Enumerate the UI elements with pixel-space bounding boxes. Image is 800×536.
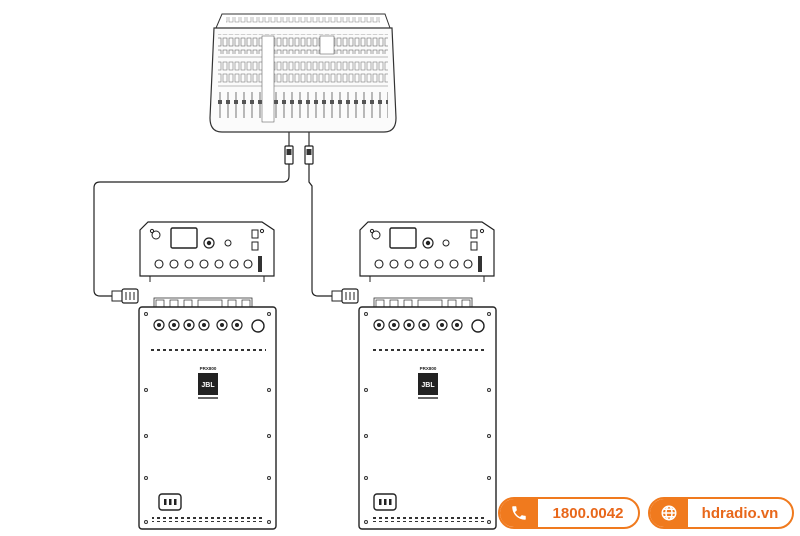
phone-badge[interactable]: 1800.0042 — [498, 497, 640, 529]
amp-left-logo: JBL — [201, 382, 215, 389]
cable-left — [93, 164, 290, 297]
phone-number: 1800.0042 — [552, 504, 624, 522]
amp-right-control-panel — [359, 221, 495, 282]
amp-right-logo: JBL — [421, 382, 435, 389]
website-url: hdradio.vn — [701, 504, 779, 522]
console-output-plug-left — [284, 132, 294, 165]
amp-right-brand: PRX800 — [420, 366, 437, 371]
amp-left-brand: PRX800 — [200, 366, 217, 371]
mixing-console — [209, 13, 397, 133]
phone-icon — [500, 499, 538, 527]
website-badge[interactable]: hdradio.vn — [648, 497, 794, 529]
globe-icon — [650, 499, 688, 527]
amp-left-control-panel — [139, 221, 275, 282]
amp-right-rear-panel: JBL PRX800 — [358, 297, 497, 530]
console-output-plug-right — [304, 132, 314, 165]
cable-right — [308, 164, 336, 297]
xlr-plug-left — [111, 288, 139, 304]
xlr-plug-right — [331, 288, 359, 304]
amp-left-rear-panel: JBL PRX800 — [138, 297, 277, 530]
